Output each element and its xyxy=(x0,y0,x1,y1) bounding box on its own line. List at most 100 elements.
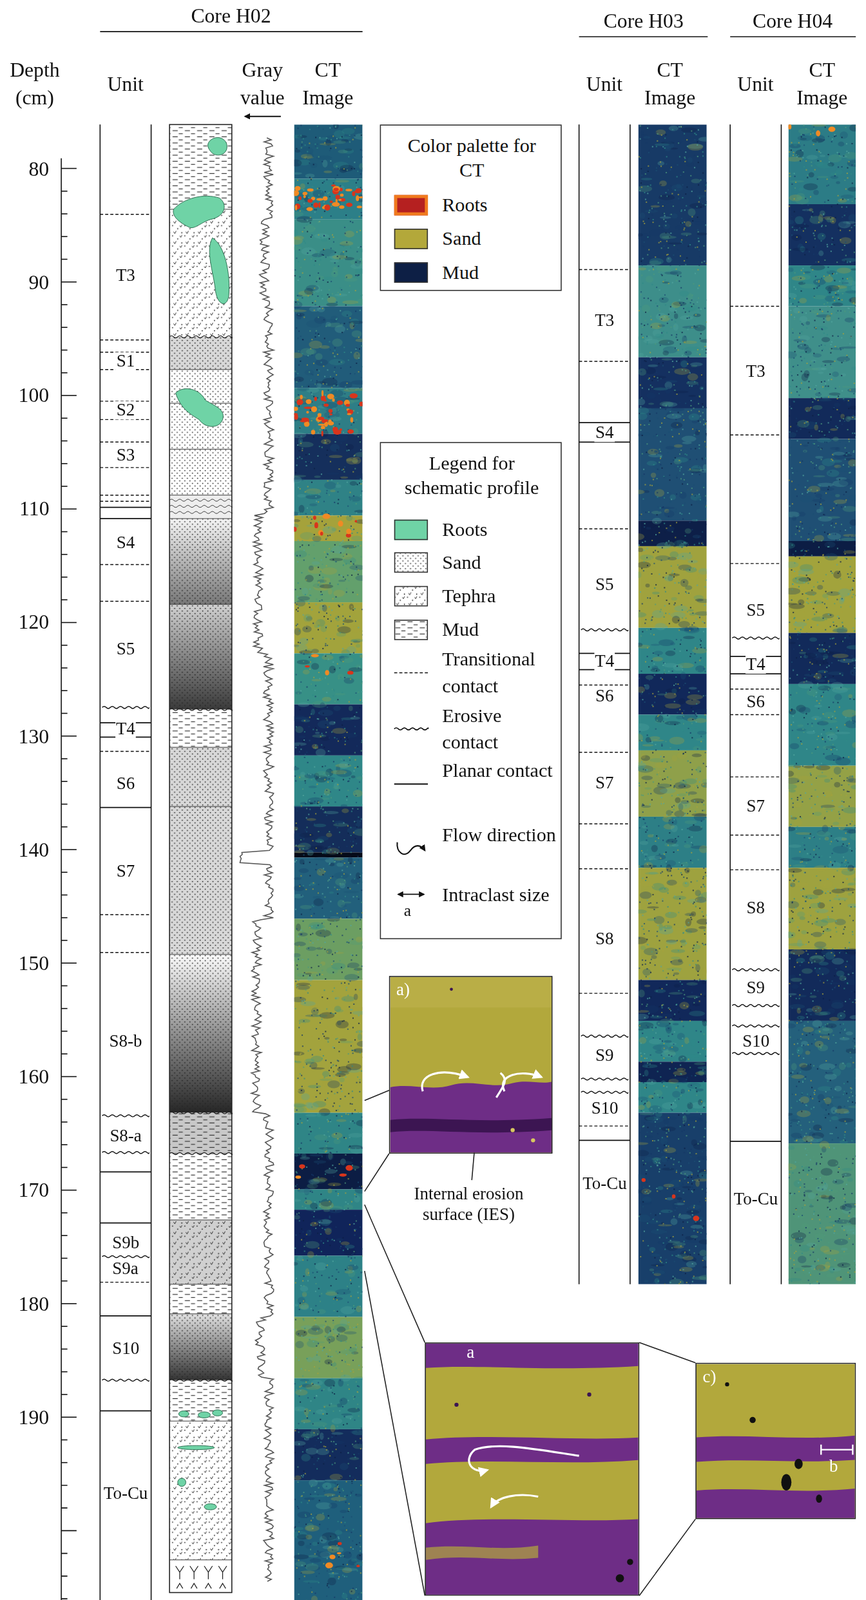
ct-blotch xyxy=(319,1078,333,1082)
ct-speckle xyxy=(329,862,331,865)
ct-speckle xyxy=(313,792,316,794)
ct-speckle xyxy=(310,258,312,260)
ct-speckle xyxy=(344,1269,347,1271)
ct-speckle xyxy=(352,1353,354,1356)
ct-speckle xyxy=(301,188,303,190)
ct-speckle xyxy=(300,748,302,751)
ct-speckle xyxy=(317,1176,319,1178)
ct-speckle xyxy=(302,1375,304,1377)
ct-speckle xyxy=(312,905,314,908)
ct-blotch xyxy=(293,805,305,809)
ct-speckle xyxy=(342,648,344,650)
ct-blotch xyxy=(337,673,345,680)
ct-speckle xyxy=(327,1447,329,1450)
ct-speckle xyxy=(333,1093,336,1095)
ct-speckle xyxy=(355,795,357,797)
ct-blotch xyxy=(293,376,304,383)
ct-speckle xyxy=(317,1158,319,1160)
ct-speckle xyxy=(348,389,350,391)
ct-blotch xyxy=(296,313,305,318)
ct-speckle xyxy=(351,1481,353,1483)
ct-blotch xyxy=(295,1389,308,1397)
ct-speckle xyxy=(359,1546,361,1548)
ct-speckle xyxy=(353,563,355,566)
ct-speckle xyxy=(311,1014,313,1017)
ct-speckle xyxy=(307,544,310,546)
ct-blotch xyxy=(293,885,305,892)
ct-speckle xyxy=(355,289,357,292)
ct-speckle xyxy=(316,143,318,145)
ct-speckle xyxy=(318,1361,321,1363)
ct-speckle xyxy=(300,1148,302,1150)
ct-blotch xyxy=(348,320,363,325)
ct-blotch xyxy=(330,1362,337,1367)
ct-speckle xyxy=(343,1556,345,1559)
ct-blotch xyxy=(336,1119,347,1123)
ct-blotch xyxy=(351,912,358,919)
ct-blotch xyxy=(356,1030,363,1034)
ct-speckle xyxy=(357,436,359,438)
ct-speckle xyxy=(317,802,319,805)
ct-blotch xyxy=(317,1309,326,1315)
ct-blotch xyxy=(295,644,308,652)
ct-speckle xyxy=(309,250,311,252)
ct-blotch xyxy=(331,1132,343,1139)
ct-blotch xyxy=(336,862,344,867)
ct-blotch xyxy=(327,322,344,328)
ct-speckle xyxy=(355,969,357,971)
ct-blotch xyxy=(346,514,354,521)
ct-speckle xyxy=(312,1423,314,1425)
ct-blotch xyxy=(306,1387,318,1396)
ct-speckle xyxy=(325,1324,327,1327)
ct-speckle xyxy=(320,1346,322,1348)
ct-blotch xyxy=(322,604,328,612)
ct-speckle xyxy=(323,235,325,237)
ct-speckle xyxy=(306,616,308,618)
ct-speckle xyxy=(309,927,311,929)
ct-speckle xyxy=(347,829,350,831)
ct-speckle xyxy=(309,661,312,664)
ct-speckle xyxy=(357,569,359,571)
ct-speckle xyxy=(344,677,346,679)
ct-speckle xyxy=(327,1039,329,1041)
ct-speckle xyxy=(295,625,298,627)
ct-blotch xyxy=(332,1297,343,1301)
ct-band xyxy=(293,1480,363,1600)
ct-speckle xyxy=(343,322,345,325)
ct-blotch xyxy=(334,293,348,297)
ct-blotch xyxy=(311,561,321,566)
ct-speckle xyxy=(342,900,345,903)
ct-speckle xyxy=(346,241,348,243)
ct-blotch xyxy=(333,857,345,861)
ct-blotch xyxy=(308,1479,318,1488)
ct-speckle xyxy=(305,454,307,456)
ct-blotch xyxy=(321,429,329,438)
ct-speckle xyxy=(302,838,305,841)
ct-blotch xyxy=(307,1085,322,1089)
ct-band xyxy=(293,434,363,481)
ct-speckle xyxy=(300,1572,303,1575)
ct-speckle xyxy=(312,291,314,293)
ct-speckle xyxy=(313,228,316,230)
ct-speckle xyxy=(335,1191,337,1193)
ct-speckle xyxy=(297,1077,299,1080)
ct-speckle xyxy=(338,677,340,680)
ct-blotch xyxy=(308,922,324,930)
ct-blotch xyxy=(324,1379,336,1388)
ct-speckle xyxy=(353,455,356,457)
ct-speckle xyxy=(333,356,336,358)
ct-speckle xyxy=(300,875,302,877)
ct-speckle xyxy=(307,773,310,775)
ct-speckle xyxy=(322,874,324,876)
ct-speckle xyxy=(326,700,328,702)
ct-speckle xyxy=(355,1344,357,1347)
ct-speckle xyxy=(340,876,343,878)
ct-blotch xyxy=(335,1530,343,1536)
ct-speckle xyxy=(358,1014,360,1017)
ct-speckle xyxy=(338,605,340,607)
ct-speckle xyxy=(317,584,319,586)
ct-speckle xyxy=(298,1443,300,1446)
ct-speckle xyxy=(362,630,363,633)
ct-speckle xyxy=(358,666,361,668)
ct-speckle xyxy=(334,349,336,352)
